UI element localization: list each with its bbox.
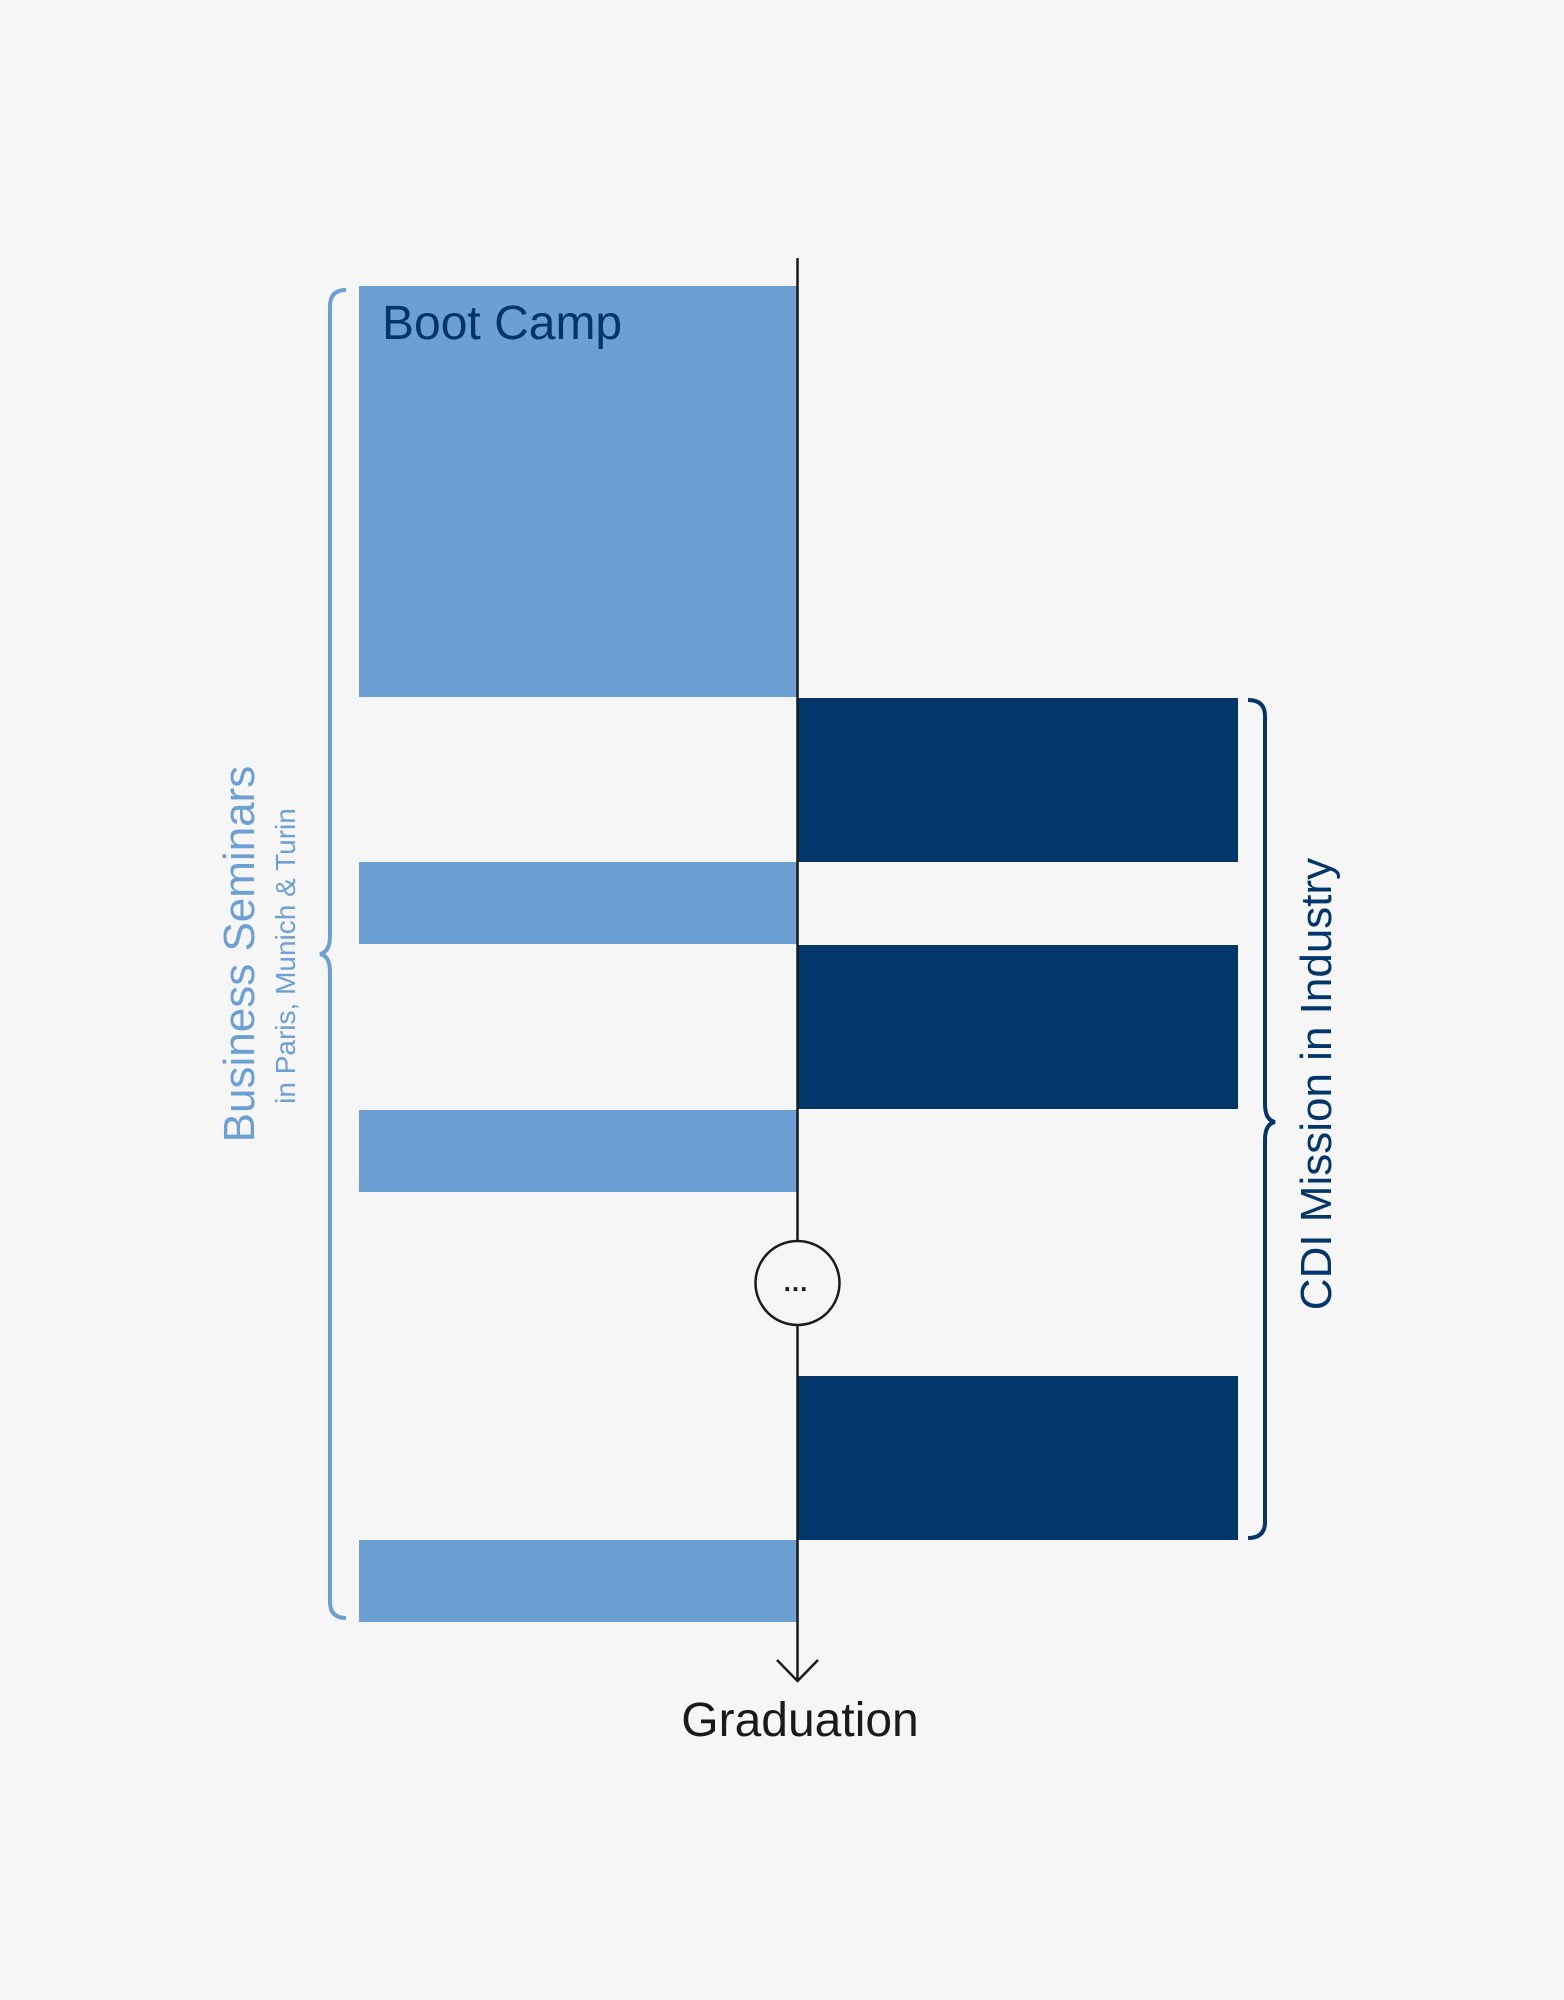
ellipsis-text: ... bbox=[783, 1267, 809, 1297]
graduation-label: Graduation bbox=[681, 1694, 919, 1747]
seminar-block-1 bbox=[359, 862, 797, 944]
cdi-mission-brace bbox=[1247, 698, 1276, 1540]
boot-camp-block bbox=[359, 286, 797, 697]
seminar-block-2 bbox=[359, 1110, 797, 1192]
business-seminars-brace bbox=[319, 288, 347, 1620]
timeline-arrow-head bbox=[776, 1659, 819, 1683]
business-seminars-subtitle: in Paris, Munich & Turin bbox=[270, 808, 301, 1104]
mission-block-2 bbox=[798, 945, 1238, 1109]
boot-camp-label: Boot Camp bbox=[382, 297, 623, 350]
seminar-block-3 bbox=[359, 1540, 797, 1622]
business-seminars-title: Business Seminars bbox=[215, 765, 264, 1143]
cdi-mission-title: CDI Mission in Industry bbox=[1292, 857, 1341, 1311]
mission-block-3 bbox=[798, 1376, 1238, 1540]
mission-block-1 bbox=[798, 698, 1238, 862]
